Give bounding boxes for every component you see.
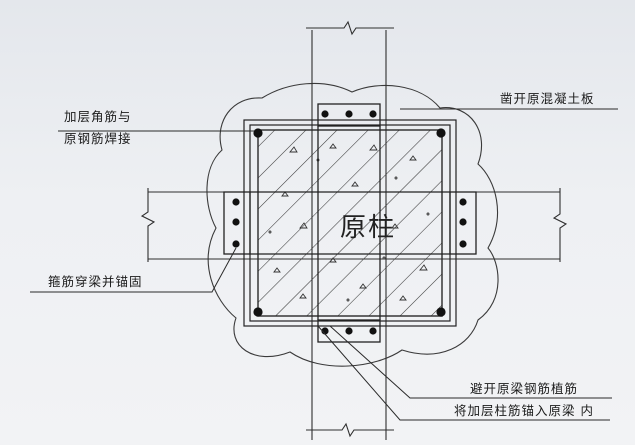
original-column: [257, 129, 443, 317]
leader-lines: [30, 108, 618, 421]
beam-break-right-icon: [552, 188, 568, 262]
label-original-column: 原柱: [340, 213, 396, 243]
column-break-top-icon: [306, 20, 394, 36]
label-avoid-rebar-planting: 避开原梁钢筋植筋: [470, 381, 578, 396]
label-corner-bar-welded-1: 加层角筋与: [64, 109, 132, 124]
label-anchor-into-beam: 将加层柱筋锚入原梁 内: [454, 403, 594, 418]
column-break-bottom-icon: [306, 422, 394, 438]
stirrups: [223, 103, 477, 343]
beam-break-left-icon: [140, 188, 156, 262]
slab-break-outline: [206, 82, 499, 367]
label-chisel-slab: 凿开原混凝土板: [500, 91, 595, 106]
label-corner-bar-welded-2: 原钢筋焊接: [64, 131, 132, 146]
rebar-dots: [232, 110, 467, 335]
label-stirrup-anchor: 箍筋穿梁并锚固: [48, 274, 143, 289]
